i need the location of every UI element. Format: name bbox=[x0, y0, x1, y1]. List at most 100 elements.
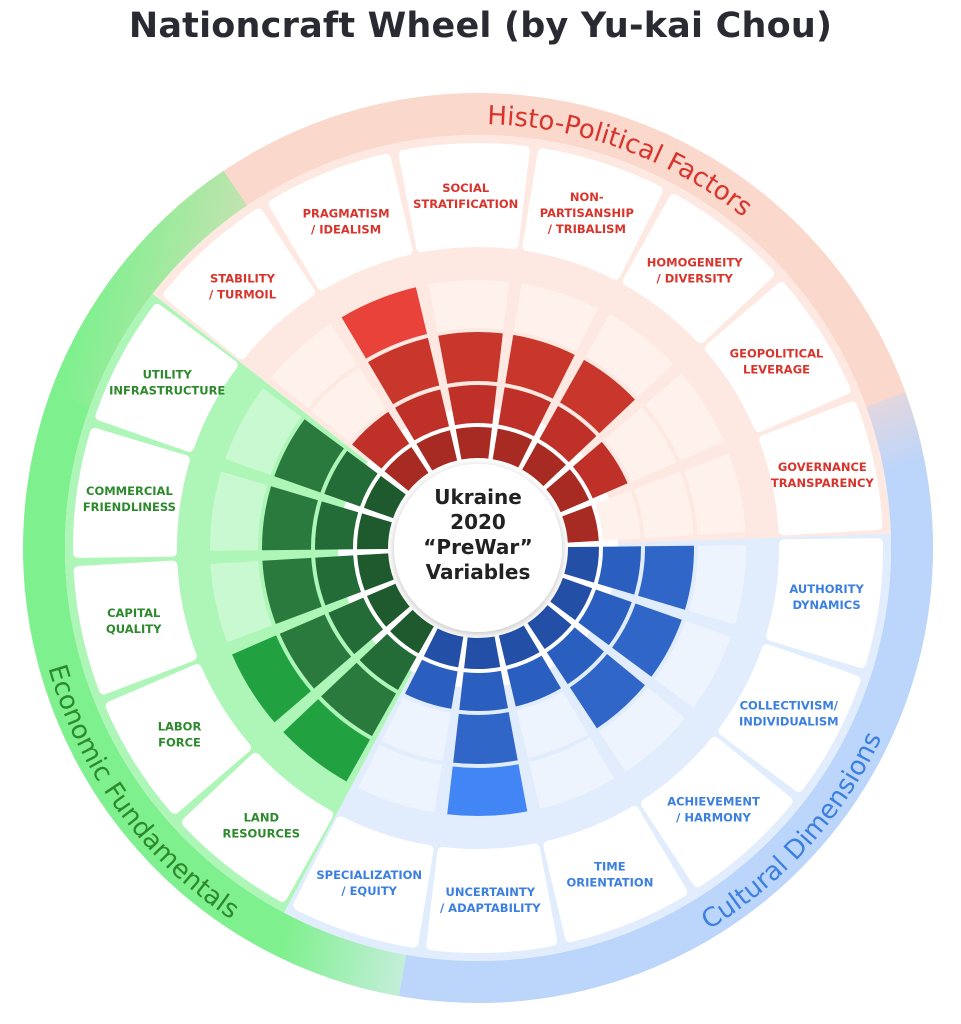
factor-label: COLLECTIVISM/INDIVIDUALISM bbox=[739, 698, 839, 728]
level-cell-filled bbox=[261, 486, 318, 551]
level-cell-empty bbox=[516, 691, 588, 759]
level-cell-filled bbox=[546, 469, 590, 513]
level-cell-filled bbox=[564, 546, 599, 583]
factor-card[interactable] bbox=[73, 560, 197, 695]
level-cell-filled bbox=[492, 428, 533, 468]
level-rings bbox=[209, 280, 747, 816]
level-cell-filled bbox=[352, 411, 410, 469]
level-cell-filled bbox=[562, 505, 599, 543]
factor-label: STABILITY/ TURMOIL bbox=[209, 271, 277, 301]
level-cell-filled bbox=[324, 450, 378, 507]
level-cell-filled bbox=[448, 384, 497, 426]
level-cell-filled bbox=[368, 337, 440, 405]
factor-card[interactable] bbox=[704, 282, 851, 432]
band-cultural bbox=[264, 532, 933, 1003]
level-cell-filled bbox=[321, 662, 397, 737]
level-cell-filled bbox=[578, 589, 632, 646]
factor-card[interactable] bbox=[622, 194, 775, 344]
level-cell-filled bbox=[597, 546, 641, 595]
level-cell-filled bbox=[498, 625, 540, 666]
band-blend-histo-cultural bbox=[865, 392, 933, 674]
factor-card[interactable] bbox=[759, 401, 883, 536]
level-cell-empty bbox=[270, 324, 357, 409]
level-cell-filled bbox=[572, 441, 628, 499]
level-cell-filled bbox=[455, 426, 492, 460]
level-cell-filled bbox=[363, 475, 406, 519]
level-cell-filled bbox=[522, 442, 566, 487]
page-title: Nationcraft Wheel (by Yu-kai Chou) bbox=[128, 6, 833, 46]
factor-card[interactable] bbox=[522, 148, 663, 280]
level-cell-empty bbox=[358, 744, 443, 813]
level-cell-empty bbox=[209, 471, 268, 551]
level-cell-filled bbox=[447, 764, 528, 816]
level-cell-empty bbox=[428, 280, 509, 332]
level-cell-filled bbox=[405, 659, 458, 709]
level-cell-filled bbox=[341, 287, 428, 359]
level-cell-filled bbox=[612, 603, 682, 677]
factor-card[interactable] bbox=[426, 843, 558, 954]
band-blend-economic-cultural bbox=[150, 834, 407, 997]
level-cell-filled bbox=[464, 636, 501, 670]
level-cell-filled bbox=[438, 332, 503, 384]
level-cell-filled bbox=[569, 654, 645, 729]
level-cell-filled bbox=[559, 359, 635, 434]
factor-label: SPECIALIZATION/ EQUITY bbox=[316, 868, 422, 898]
level-cell-filled bbox=[357, 513, 392, 550]
factor-card[interactable] bbox=[181, 752, 334, 902]
factor-label: ACHIEVEMENT/ HARMONY bbox=[667, 795, 760, 825]
level-cell-empty bbox=[311, 367, 387, 442]
level-cell-filled bbox=[527, 605, 572, 650]
factor-card[interactable] bbox=[105, 664, 252, 814]
level-cell-filled bbox=[262, 557, 322, 624]
factor-label: HOMOGENEITY/ DIVERSITY bbox=[647, 256, 744, 286]
level-cell-filled bbox=[366, 583, 410, 627]
level-cell-empty bbox=[604, 407, 677, 482]
factor-card[interactable] bbox=[766, 538, 883, 668]
level-cell-filled bbox=[283, 699, 370, 782]
level-cell-filled bbox=[546, 627, 604, 685]
factor-label: PRAGMATISM/ IDEALISM bbox=[303, 207, 390, 237]
factor-card[interactable] bbox=[163, 208, 315, 360]
level-cell-filled bbox=[416, 430, 458, 471]
level-cell-filled bbox=[423, 628, 464, 668]
factor-card[interactable] bbox=[95, 303, 238, 452]
level-cell-filled bbox=[359, 633, 417, 691]
level-cell-empty bbox=[599, 687, 686, 772]
band-blend-histo-economic bbox=[50, 170, 248, 408]
level-cell-filled bbox=[357, 553, 394, 591]
factor-card[interactable] bbox=[268, 153, 413, 290]
level-cell-filled bbox=[384, 446, 429, 491]
level-cell-filled bbox=[498, 387, 551, 437]
factor-card[interactable] bbox=[641, 736, 793, 888]
level-cell-filled bbox=[453, 712, 518, 764]
factor-card[interactable] bbox=[718, 644, 861, 793]
level-cell-empty bbox=[654, 621, 731, 708]
level-cell-empty bbox=[683, 453, 746, 535]
factor-card[interactable] bbox=[543, 806, 688, 943]
factor-card[interactable] bbox=[73, 428, 190, 558]
level-cell-filled bbox=[274, 419, 344, 493]
factor-label: UNCERTAINTY/ ADAPTABILITY bbox=[440, 885, 541, 915]
level-cell-empty bbox=[688, 545, 747, 625]
level-cell-filled bbox=[315, 501, 359, 550]
level-cell-filled bbox=[638, 545, 695, 610]
band-economic bbox=[23, 267, 285, 950]
level-cell-empty bbox=[225, 388, 302, 475]
factor-card[interactable] bbox=[293, 816, 434, 948]
level-cell-filled bbox=[505, 334, 575, 399]
factor-card[interactable] bbox=[398, 142, 530, 253]
level-cell-empty bbox=[381, 697, 451, 762]
level-cell-filled bbox=[315, 555, 361, 606]
level-cell-filled bbox=[390, 609, 434, 654]
band-histo bbox=[119, 93, 933, 534]
